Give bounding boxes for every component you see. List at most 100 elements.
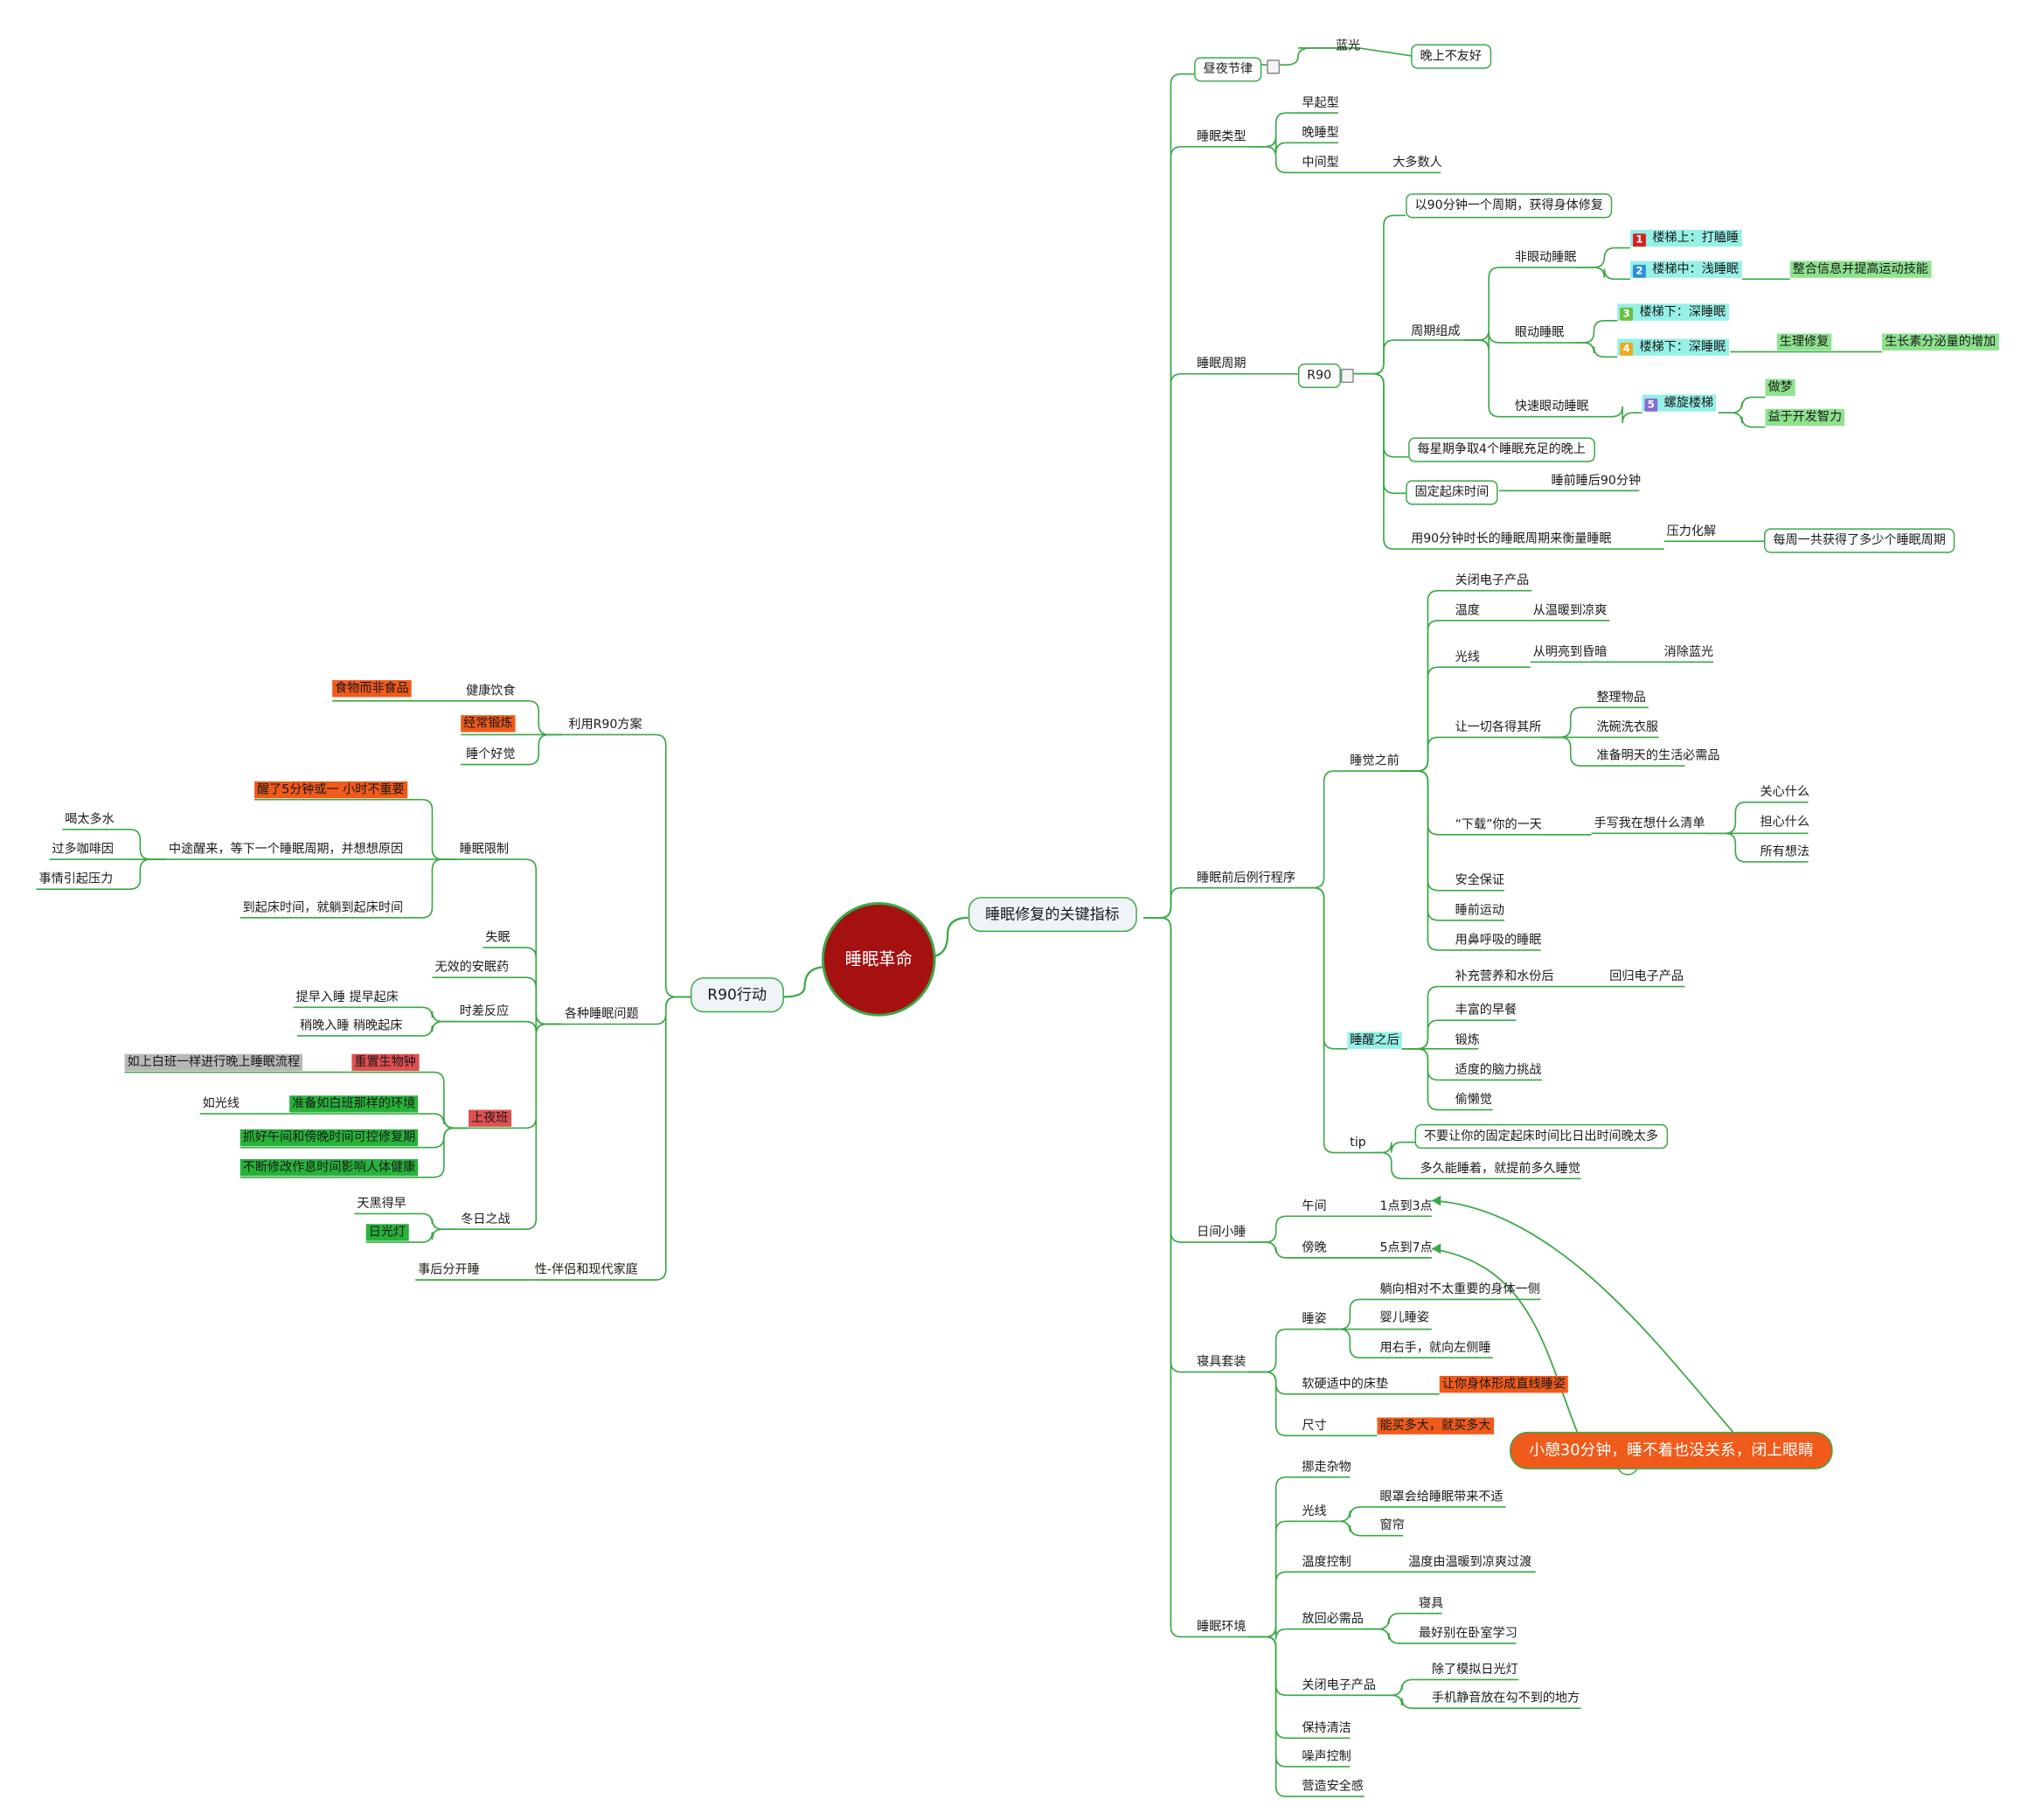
topic-s4a1[interactable]: 生长素分泌量的增加 (1882, 333, 1999, 351)
topic-r7d1[interactable]: 寝具 (1416, 1595, 1446, 1612)
topic-l3[interactable]: 性-伴侣和现代家庭 (532, 1261, 641, 1278)
topic-r4a7[interactable]: 睡前运动 (1453, 902, 1507, 919)
topic-r7b[interactable]: 光线 (1299, 1504, 1329, 1520)
topic-r4a2[interactable]: 温度 (1453, 602, 1483, 619)
topic-r3a5a1[interactable]: 每周一共获得了多少个睡眠周期 (1763, 528, 1955, 553)
topic-r4a4[interactable]: 让一切各得其所 (1453, 719, 1545, 736)
topic-r7e1[interactable]: 除了模拟日光灯 (1429, 1662, 1521, 1678)
topic-r7g[interactable]: 噪声控制 (1299, 1748, 1353, 1765)
topic-r7h[interactable]: 营造安全感 (1299, 1778, 1365, 1795)
topic-l2d[interactable]: 时差反应 (457, 1004, 511, 1020)
topic-r7d[interactable]: 放回必需品 (1299, 1611, 1365, 1628)
topic-l2d1[interactable]: 提早入睡 提早起床 (294, 990, 401, 1006)
topic-l1a1[interactable]: 食物而非食品 (332, 680, 412, 698)
topic-r2a[interactable]: 早起型 (1299, 94, 1341, 111)
topic-r4a4b[interactable]: 洗碗洗衣服 (1594, 719, 1660, 736)
topic-r4a1[interactable]: 关闭电子产品 (1453, 573, 1532, 589)
topic-r6a[interactable]: 睡姿 (1299, 1311, 1329, 1328)
topic-r4[interactable]: 睡眠前后例行程序 (1194, 870, 1298, 886)
topic-r4c2[interactable]: 多久能睡着，就提前多久睡觉 (1418, 1161, 1583, 1177)
topic-l2f1[interactable]: 天黑得早 (354, 1196, 408, 1212)
topic-r4b1[interactable]: 补充营养和水份后 (1453, 969, 1557, 985)
topic-l2[interactable]: 各种睡眠问题 (562, 1006, 642, 1023)
topic-r6a2[interactable]: 婴儿睡姿 (1377, 1309, 1431, 1326)
topic-r4a8[interactable]: 用鼻呼吸的睡眠 (1453, 932, 1545, 948)
topic-r4b5[interactable]: 偷懒觉 (1453, 1092, 1495, 1108)
topic-r4a5a1[interactable]: 关心什么 (1758, 784, 1812, 801)
topic-s2a[interactable]: 整合信息并提高运动技能 (1789, 260, 1931, 278)
topic-r4b4[interactable]: 适度的脑力挑战 (1453, 1062, 1545, 1079)
topic-r2[interactable]: 睡眠类型 (1194, 129, 1248, 145)
topic-l2b[interactable]: 失眠 (483, 929, 512, 946)
topic-l1[interactable]: 利用R90方案 (566, 717, 644, 733)
topic-r6b1[interactable]: 让你身体形成直线睡姿 (1439, 1376, 1568, 1393)
topic-r7e2[interactable]: 手机静音放在勾不到的地方 (1429, 1690, 1582, 1706)
topic-r3a[interactable]: R90 (1297, 363, 1341, 388)
topic-r4b2[interactable]: 丰富的早餐 (1453, 1002, 1519, 1018)
topic-r2b[interactable]: 晚睡型 (1299, 125, 1341, 142)
topic-r3a2b[interactable]: 眼动睡眠 (1512, 324, 1566, 341)
topic-r1a[interactable]: 蓝光 (1333, 38, 1363, 54)
topic-l2a2c[interactable]: 事情引起压力 (37, 871, 116, 887)
topic-l2e3[interactable]: 抓好午间和傍晚时间可控修复期 (240, 1129, 419, 1147)
topic-r4a5a3[interactable]: 所有想法 (1758, 844, 1812, 860)
topic-r3a2c[interactable]: 快速眼动睡眠 (1512, 399, 1592, 415)
topic-l2a2[interactable]: 中途醒来，等下一个睡眠周期，并想想原因 (166, 841, 406, 858)
note-icon[interactable] (1267, 59, 1281, 74)
topic-r4a5a2[interactable]: 担心什么 (1758, 814, 1812, 830)
topic-r4a4a[interactable]: 整理物品 (1594, 689, 1648, 705)
topic-l2e[interactable]: 上夜班 (469, 1109, 511, 1127)
topic-l2a1[interactable]: 醒了5分钟或一 小时不重要 (254, 781, 407, 799)
main-topic-right[interactable]: 睡眠修复的关键指标 (968, 897, 1137, 933)
topic-r5a1[interactable]: 1点到3点 (1377, 1198, 1434, 1215)
topic-l2d2[interactable]: 稍晚入睡 稍晚起床 (297, 1018, 405, 1034)
topic-r7b2[interactable]: 窗帘 (1377, 1518, 1406, 1534)
topic-l2e2a[interactable]: 如光线 (200, 1095, 242, 1112)
topic-r4a5[interactable]: “下载”你的一天 (1453, 816, 1545, 833)
topic-r5a[interactable]: 午间 (1299, 1198, 1329, 1215)
topic-r6a3[interactable]: 用右手，就向左侧睡 (1377, 1339, 1493, 1356)
topic-r4a4c[interactable]: 准备明天的生活必需品 (1594, 747, 1722, 764)
topic-l2a[interactable]: 睡眠限制 (457, 841, 511, 858)
topic-r4b1a[interactable]: 回归电子产品 (1607, 969, 1686, 985)
topic-r4a[interactable]: 睡觉之前 (1347, 753, 1401, 769)
topic-r7b1[interactable]: 眼罩会给睡眠带来不适 (1377, 1489, 1505, 1505)
topic-r6c1[interactable]: 能买多大，就买多大 (1377, 1417, 1494, 1434)
topic-l2f2[interactable]: 日光灯 (365, 1224, 409, 1241)
topic-r3a5[interactable]: 用90分钟时长的睡眠周期来衡量睡眠 (1408, 531, 1614, 547)
topic-r7f[interactable]: 保持清洁 (1299, 1720, 1353, 1737)
topic-r7e[interactable]: 关闭电子产品 (1299, 1678, 1379, 1694)
topic-r2c1[interactable]: 大多数人 (1390, 155, 1444, 171)
topic-r3a1[interactable]: 以90分钟一个周期，获得身体修复 (1406, 193, 1613, 219)
topic-r6c[interactable]: 尺寸 (1299, 1418, 1329, 1434)
topic-r3a4[interactable]: 固定起床时间 (1406, 480, 1498, 505)
topic-r1a1[interactable]: 晚上不友好 (1411, 44, 1491, 69)
topic-l1c[interactable]: 睡个好觉 (463, 747, 517, 763)
topic-r7a[interactable]: 挪走杂物 (1299, 1459, 1353, 1476)
topic-r4a3a[interactable]: 从明亮到昏暗 (1531, 644, 1610, 661)
topic-r7d2[interactable]: 最好别在卧室学习 (1416, 1625, 1520, 1642)
topic-l2a2a[interactable]: 喝太多水 (62, 811, 116, 828)
topic-r3a5a[interactable]: 压力化解 (1664, 523, 1719, 539)
topic-s5a[interactable]: 做梦 (1765, 379, 1795, 396)
topic-r3a3[interactable]: 每星期争取4个睡眠充足的晚上 (1408, 437, 1595, 462)
topic-r5b[interactable]: 傍晚 (1299, 1240, 1329, 1256)
central-topic[interactable]: 睡眠革命 (821, 902, 936, 1017)
main-topic-left[interactable]: R90行动 (690, 977, 784, 1013)
topic-r2c[interactable]: 中间型 (1299, 155, 1341, 171)
topic-r3a2[interactable]: 周期组成 (1408, 323, 1462, 340)
topic-s5b[interactable]: 益于开发智力 (1765, 408, 1845, 427)
topic-l2e2[interactable]: 准备如白班那样的环境 (289, 1095, 419, 1113)
topic-l2e1[interactable]: 重置生物钟 (351, 1053, 419, 1072)
floating-callout[interactable]: 小憩30分钟，睡不着也没关系，闭上眼睛 (1509, 1431, 1834, 1469)
topic-r4a5a[interactable]: 手写我在想什么清单 (1591, 816, 1707, 832)
topic-l2a2b[interactable]: 过多咖啡因 (49, 841, 115, 858)
note-icon[interactable] (1340, 368, 1354, 384)
topic-s4a[interactable]: 生理修复 (1776, 333, 1832, 351)
topic-r5[interactable]: 日间小睡 (1194, 1224, 1248, 1240)
topic-r4a3[interactable]: 光线 (1453, 649, 1483, 665)
